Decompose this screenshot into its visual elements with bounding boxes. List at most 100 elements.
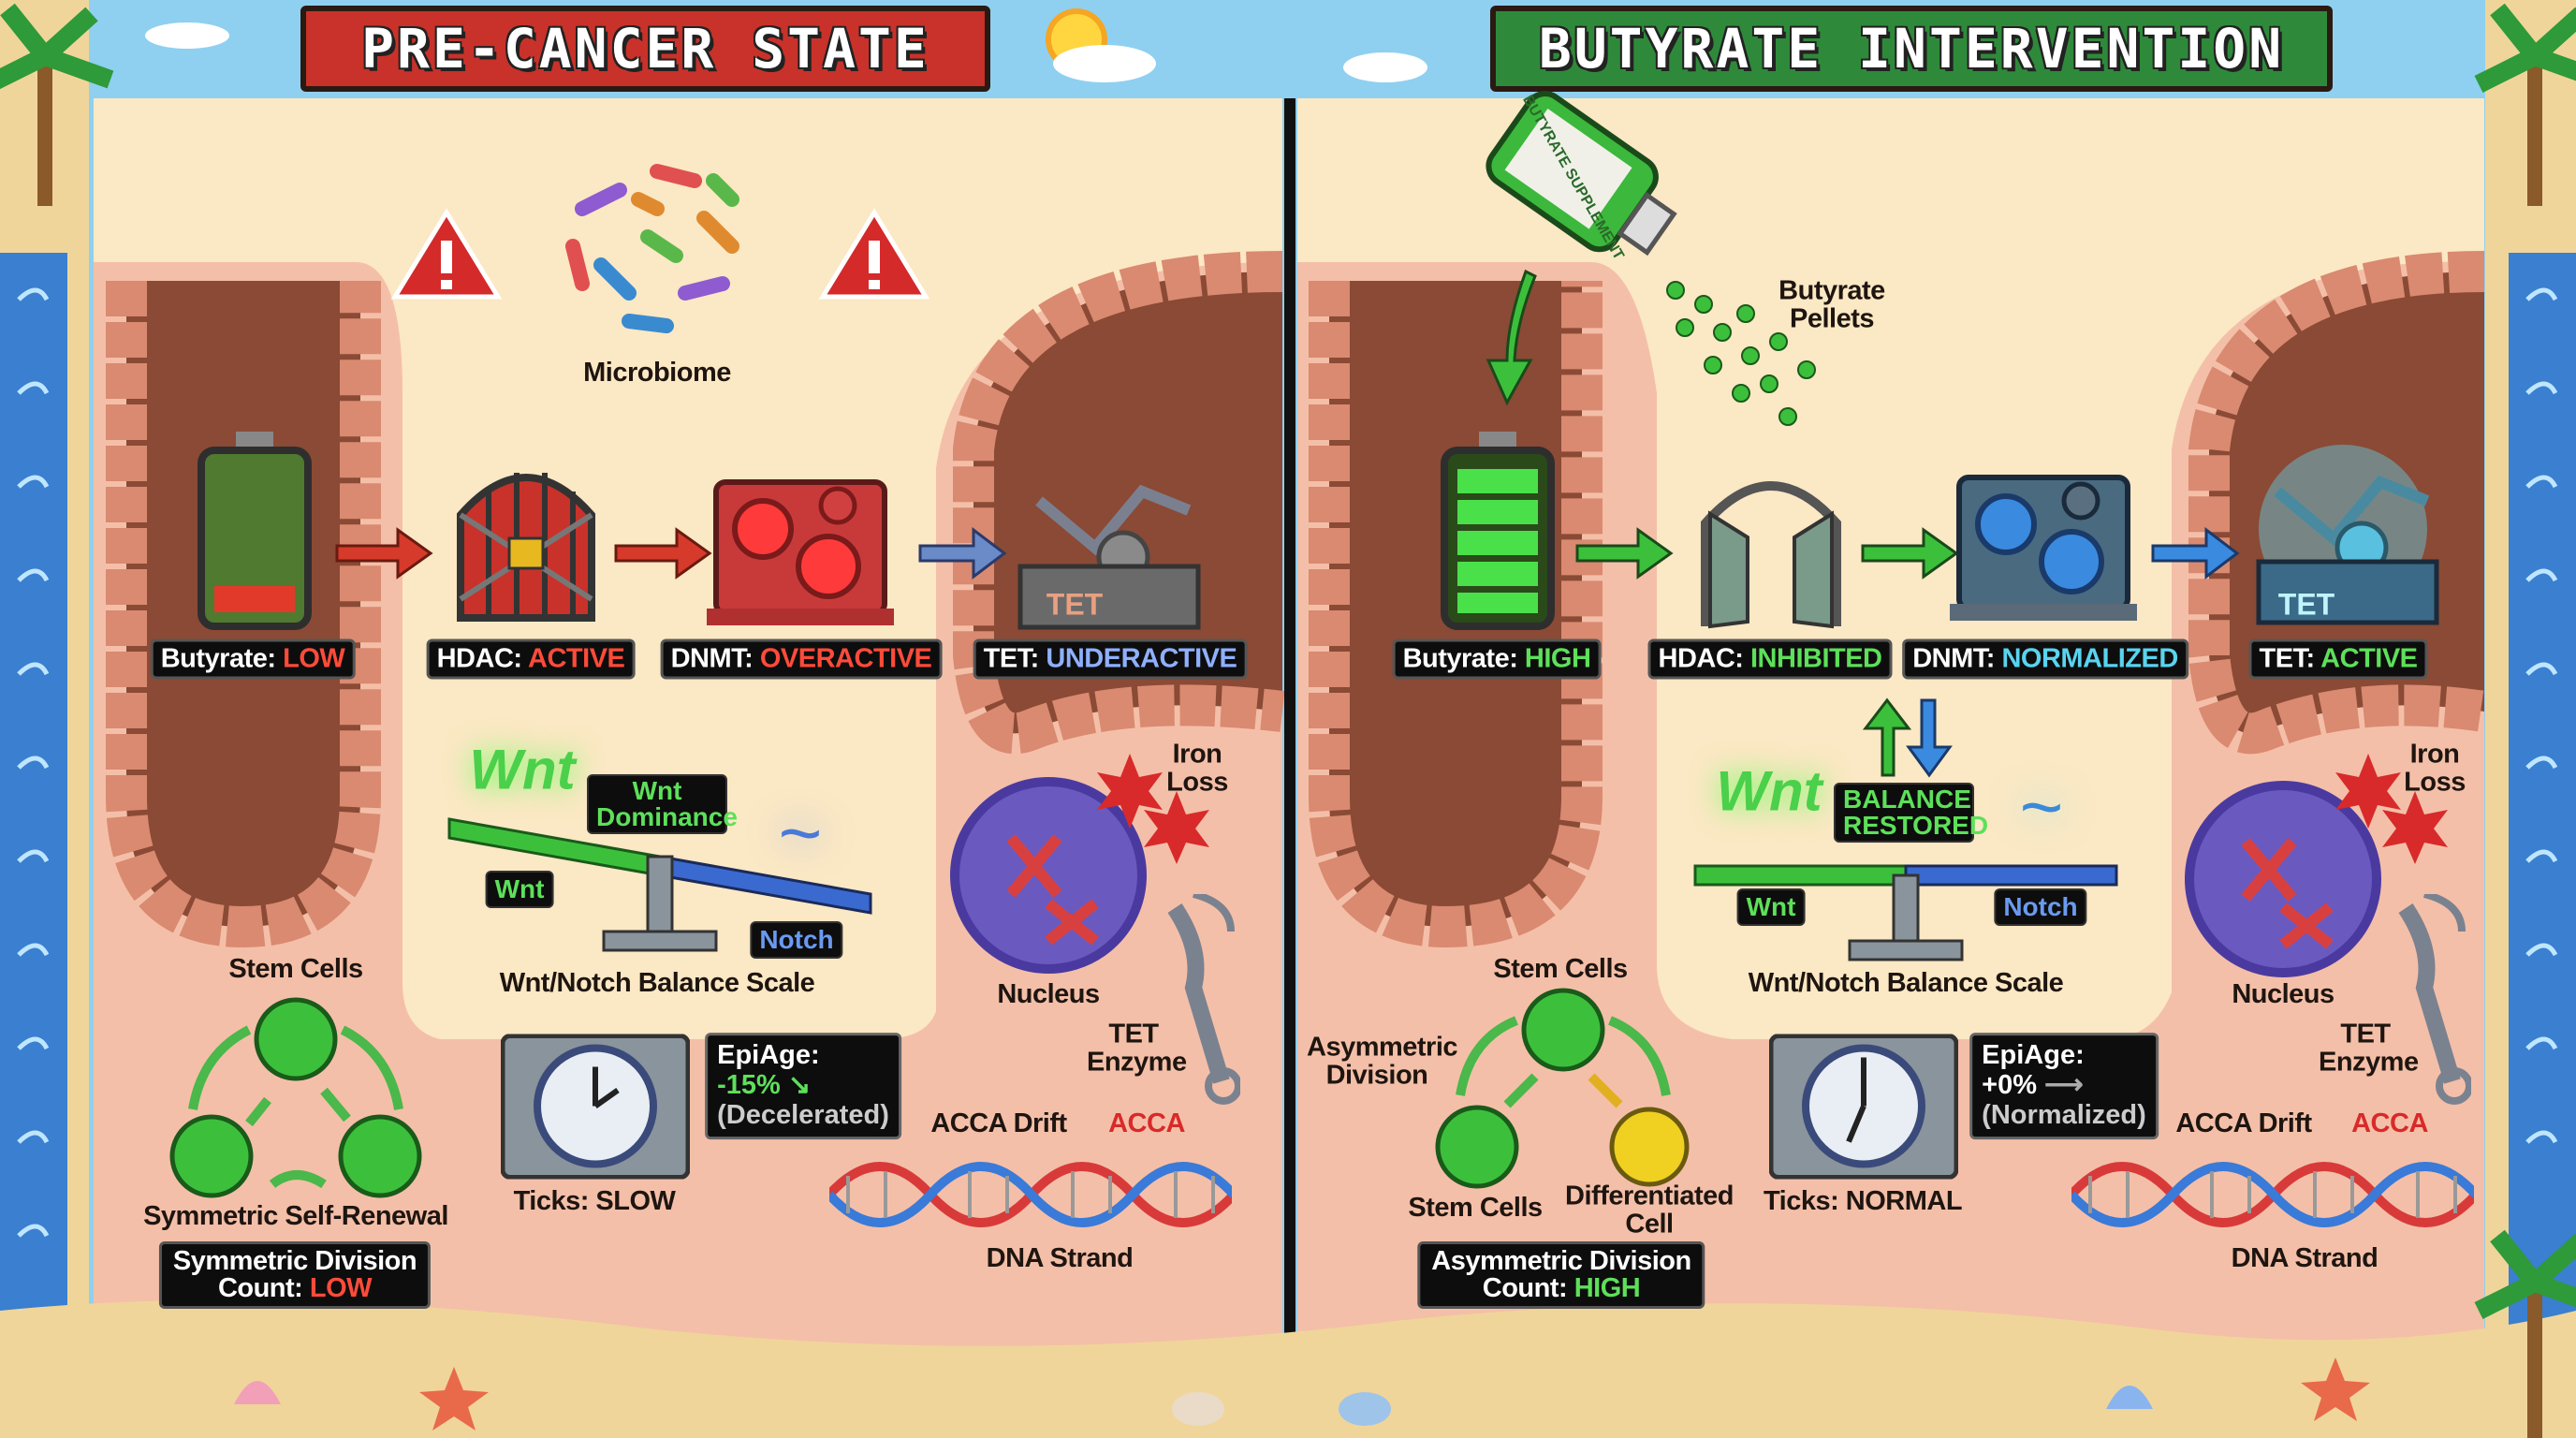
wrench-icon <box>1167 894 1240 1105</box>
cloud-icon <box>1343 52 1427 82</box>
tet-enzyme-label: TET Enzyme <box>2319 1019 2419 1078</box>
balance-scale-tilted <box>447 817 872 952</box>
wnt-label: Wnt <box>485 871 554 908</box>
butyrate-pellets-label: Butyrate Pellets <box>1778 275 1885 334</box>
microbiome-label: Microbiome <box>583 357 731 388</box>
balance-caption: Wnt/Notch Balance Scale <box>1748 967 2064 998</box>
wnt-logo: Wnt <box>469 738 576 801</box>
status-tet: TET: UNDERACTIVE <box>973 638 1248 680</box>
shell-icon <box>234 1381 281 1404</box>
battery-high-icon <box>1441 432 1555 630</box>
clock-normal-icon <box>1769 1034 1958 1180</box>
wnt-dominance-callout: Wnt Dominance <box>587 774 738 834</box>
iron-loss-label: Iron Loss <box>2404 739 2466 798</box>
shell-icon <box>1172 1392 1224 1426</box>
cloud-icon <box>145 22 229 49</box>
status-hdac: HDAC: INHIBITED <box>1647 638 1893 680</box>
dna-strand-icon <box>829 1162 1232 1227</box>
epiage-box: EpiAge:+0% ⟶(Normalized) <box>1969 1033 2159 1139</box>
microbiome-icon <box>565 164 739 333</box>
tet-underactive-machine-icon <box>1017 484 1201 630</box>
differentiated-cell-label: Differentiated Cell <box>1565 1181 1734 1240</box>
status-dnmt: DNMT: OVERACTIVE <box>660 638 943 680</box>
stem-cells-label: Stem Cells <box>1493 953 1628 984</box>
iron-burst-icon <box>2335 754 2448 864</box>
acca-mark: ACCA <box>2351 1108 2428 1138</box>
notch-label: Notch <box>750 921 843 959</box>
arrow-down-icon <box>1486 269 1537 406</box>
asymmetric-division-cycle <box>1435 988 1690 1189</box>
palm-tree-icon <box>0 3 114 206</box>
ticks-label: Ticks: SLOW <box>513 1185 676 1216</box>
dna-strand-icon <box>2071 1162 2474 1227</box>
status-tet: TET: ACTIVE <box>2248 638 2428 680</box>
trend-flat-icon: ⟶ <box>2044 1070 2084 1101</box>
warning-icon <box>390 208 503 300</box>
cloud-icon <box>1053 45 1156 82</box>
notch-squiggle-icon: ~ <box>778 791 823 874</box>
status-butyrate: Butyrate: HIGH <box>1392 638 1602 680</box>
arrow-right-icon <box>335 527 433 580</box>
nucleus-icon <box>950 777 1147 974</box>
wrench-icon <box>2398 894 2471 1105</box>
acca-drift-label: ACCA Drift <box>930 1108 1067 1138</box>
status-hdac: HDAC: ACTIVE <box>426 638 636 680</box>
title-butyrate-intervention: BUTYRATE INTERVENTION <box>1490 6 2333 92</box>
status-dnmt: DNMT: NORMALIZED <box>1902 638 2188 680</box>
symmetric-renewal-cycle <box>169 997 422 1198</box>
balance-restored-callout: BALANCE RESTORED <box>1834 783 1988 843</box>
dnmt-overactive-machine-icon <box>707 479 894 625</box>
up-down-arrows-icon <box>1862 697 1953 778</box>
clock-slow-icon <box>501 1034 690 1180</box>
arrow-right-icon <box>2151 526 2240 580</box>
starfish-icon <box>419 1367 489 1431</box>
shell-icon <box>1339 1392 1391 1426</box>
symmetric-self-renewal-label: Symmetric Self-Renewal <box>143 1200 448 1231</box>
notch-squiggle-icon: ~ <box>2019 765 2064 848</box>
acca-drift-label: ACCA Drift <box>2175 1108 2312 1138</box>
acca-mark: ACCA <box>1108 1108 1185 1138</box>
nucleus-label: Nucleus <box>2232 978 2334 1009</box>
sand <box>0 1299 2576 1438</box>
sea-right <box>2509 253 2576 1438</box>
tet-active-machine-icon <box>2256 445 2439 625</box>
stem-cells-sub-label: Stem Cells <box>1408 1192 1543 1223</box>
epiage-box: EpiAge:-15% ↘(Decelerated) <box>705 1033 901 1139</box>
dna-strand-label: DNA Strand <box>2231 1242 2378 1273</box>
palm-tree-icon <box>2474 1229 2576 1438</box>
palm-tree-icon <box>2474 3 2576 206</box>
ticks-label: Ticks: NORMAL <box>1763 1185 1963 1216</box>
arrow-right-icon <box>918 526 1007 580</box>
stem-cells-label: Stem Cells <box>228 953 363 984</box>
arrow-right-icon <box>614 527 712 580</box>
dnmt-normal-machine-icon <box>1950 475 2137 621</box>
butyrate-pellets-icon <box>1666 281 1816 426</box>
hdac-locked-gate-icon <box>457 473 595 622</box>
nucleus-icon <box>2185 781 2381 977</box>
hdac-open-gate-icon <box>1701 481 1841 629</box>
tet-enzyme-label: TET Enzyme <box>1087 1019 1187 1078</box>
battery-low-icon <box>198 432 312 630</box>
tet-machine-label: TET <box>1046 587 1104 622</box>
arrow-right-icon <box>1575 527 1674 580</box>
wnt-logo: Wnt <box>1716 759 1822 823</box>
warning-icon <box>818 208 930 300</box>
balance-caption: Wnt/Notch Balance Scale <box>499 967 815 998</box>
panel-divider <box>1284 98 1295 1367</box>
butyrate-supplement-bottle-icon <box>1486 91 1677 257</box>
balance-scale-level <box>1693 864 2118 961</box>
notch-label: Notch <box>1994 888 2087 926</box>
dna-strand-label: DNA Strand <box>986 1242 1134 1273</box>
iron-loss-label: Iron Loss <box>1166 739 1228 798</box>
arrow-right-icon <box>1861 527 1959 580</box>
title-pre-cancer-state: PRE-CANCER STATE <box>300 6 990 92</box>
sea-left <box>0 253 67 1438</box>
shell-icon <box>2106 1386 2153 1409</box>
tet-machine-label: TET <box>2277 587 2335 622</box>
status-butyrate: Butyrate: LOW <box>150 638 356 680</box>
nucleus-label: Nucleus <box>997 978 1100 1009</box>
asymmetric-division-label: Asymmetric Division <box>1307 1032 1458 1091</box>
trend-down-icon: ↘ <box>787 1070 812 1101</box>
